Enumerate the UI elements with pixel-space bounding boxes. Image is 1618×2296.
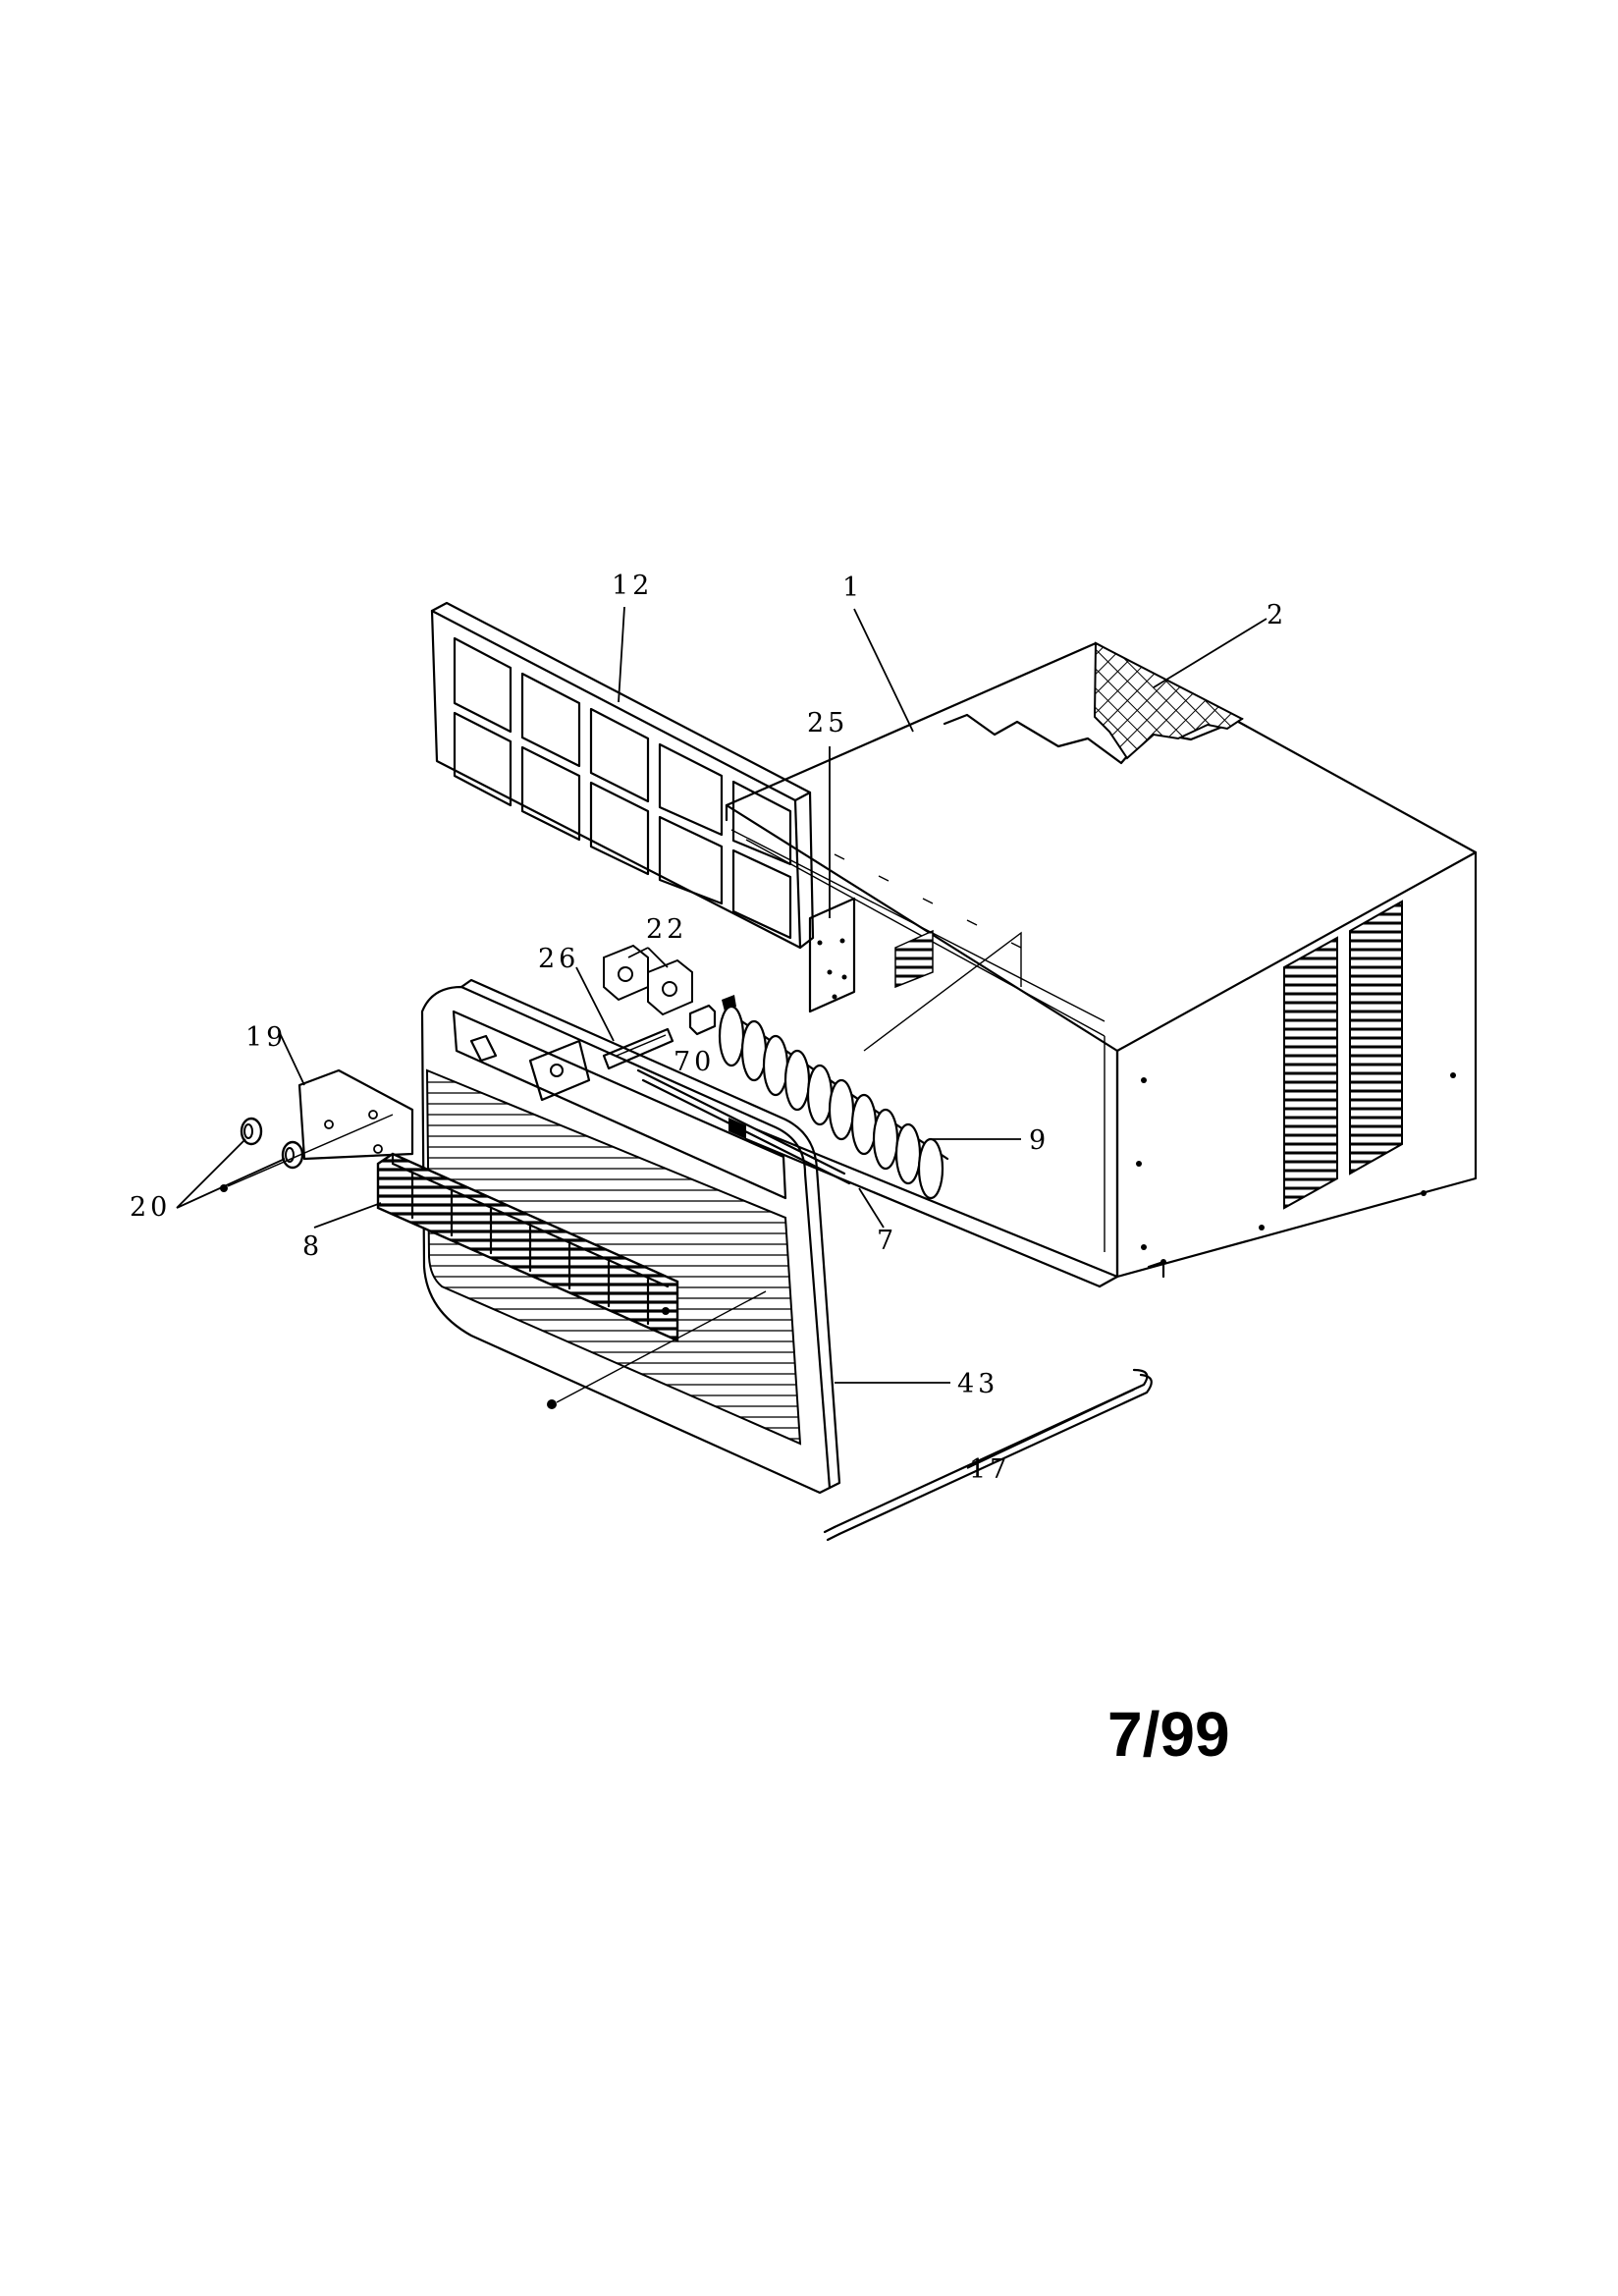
callout-12: 12 [612, 571, 653, 601]
part-22-control-knobs [603, 944, 693, 1016]
part-26-control-strip [602, 1027, 674, 1070]
part-12-filter [430, 601, 815, 950]
part-7-louver-rail [636, 1068, 851, 1185]
part-9-louver-assembly [718, 1005, 949, 1200]
callout-25: 25 [807, 708, 848, 738]
callout-19: 19 [245, 1022, 287, 1053]
callout-2: 2 [1267, 600, 1287, 630]
callout-43: 43 [957, 1369, 998, 1399]
leader-lines [176, 606, 1267, 1469]
part-17-gasket [823, 1368, 1153, 1542]
callout-1: 1 [842, 573, 863, 603]
callout-20: 20 [130, 1192, 171, 1223]
part-20-knobs [240, 1117, 304, 1170]
part-19-side-bracket [297, 1068, 414, 1161]
callout-8: 8 [302, 1231, 323, 1262]
callout-70: 70 [674, 1047, 715, 1077]
cabinet-wrapper [725, 641, 1478, 1288]
callout-26: 26 [538, 944, 579, 974]
callout-7: 7 [877, 1226, 897, 1256]
part-25-control-bracket [808, 897, 856, 1013]
callout-9: 9 [1029, 1125, 1050, 1156]
callout-17: 17 [969, 1454, 1010, 1485]
part-2-mesh-insulation [1093, 641, 1244, 760]
part-8-discharge-grille [376, 1152, 679, 1342]
date-code: 7/99 [1107, 1699, 1230, 1770]
callout-22: 22 [646, 914, 687, 945]
